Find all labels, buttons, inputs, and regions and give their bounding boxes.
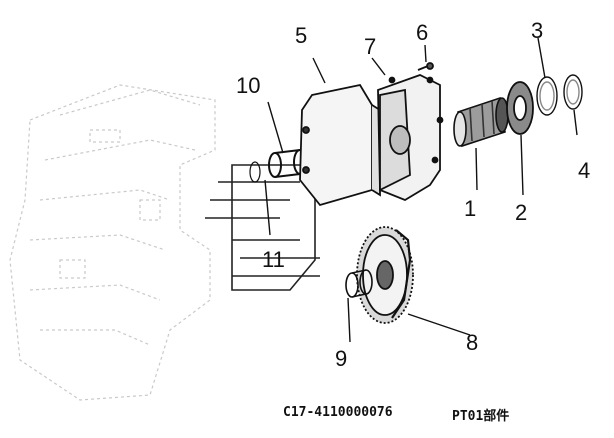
callout-3: 3 [531, 18, 544, 43]
part-label: PT01部件 [452, 409, 510, 424]
bearing-10 [249, 149, 307, 183]
callout-6: 6 [416, 20, 429, 45]
shaft-1 [453, 96, 509, 148]
callout-10: 10 [236, 73, 261, 98]
part-number: C17-4110000076 [283, 405, 393, 420]
gear-8 [356, 226, 414, 324]
housing-7 [377, 74, 444, 202]
bearing-9 [345, 269, 373, 298]
callout-5: 5 [295, 23, 308, 48]
callout-8: 8 [466, 330, 479, 355]
ring-3 [536, 76, 558, 116]
ring-4 [563, 74, 583, 110]
bolt-6 [417, 62, 434, 71]
plate-5 [299, 83, 381, 207]
callout-7: 7 [364, 34, 377, 59]
ring-2 [506, 81, 534, 135]
callout-11: 11 [262, 247, 285, 272]
engine-block-sketch [9, 84, 216, 401]
leader-lines [264, 37, 578, 343]
callout-2: 2 [515, 200, 528, 225]
callout-4: 4 [578, 158, 591, 183]
callout-1: 1 [464, 196, 477, 221]
callout-9: 9 [335, 346, 348, 371]
